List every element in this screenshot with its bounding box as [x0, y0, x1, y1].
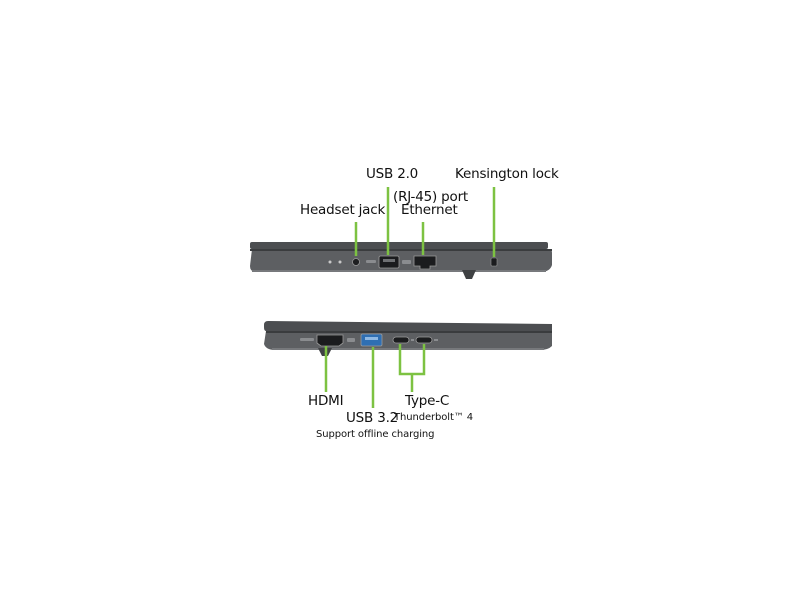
label-offline-charging: Support offline charging: [316, 429, 435, 440]
laptop-lid-top: [250, 242, 548, 249]
laptop-lid-bottom: [264, 321, 552, 331]
callout-lines-bottom: [324, 344, 426, 408]
laptop-foot-top: [462, 270, 476, 279]
label-rj45-port: (RJ-45) port: [393, 189, 469, 205]
label-headset-jack: Headset jack: [300, 202, 386, 218]
headset-jack-port: [352, 258, 360, 266]
laptop-left-side-view: [264, 321, 552, 356]
label-thunderbolt4: Thunderbolt™ 4: [394, 412, 474, 423]
label-hdmi: HDMI: [308, 393, 344, 409]
callout-lines-top: [354, 187, 496, 257]
ethernet-port: [413, 255, 437, 270]
hdmi-port: [316, 334, 344, 347]
laptop-body-top: [250, 249, 552, 272]
typec-port-2: [415, 336, 433, 344]
laptop-right-side-view: [250, 242, 552, 279]
label-usb2: USB 2.0: [366, 166, 419, 182]
label-type-c: Type-C: [405, 393, 450, 409]
indicator-led: [328, 260, 332, 264]
indicator-led: [338, 260, 342, 264]
label-kensington-lock: Kensington lock: [455, 166, 559, 182]
typec-port-1: [392, 336, 410, 344]
label-usb32: USB 3.2: [346, 410, 399, 426]
kensington-lock-slot: [490, 257, 498, 267]
label-ethernet: Ethernet: [401, 202, 458, 218]
